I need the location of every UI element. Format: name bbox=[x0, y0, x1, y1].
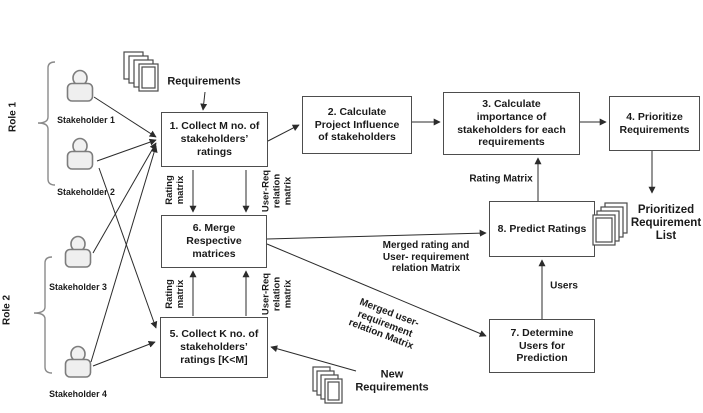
label-stakeholder-1: Stakeholder 1 bbox=[57, 114, 115, 125]
label-prioritized-requirement-list: Prioritized Requirement List bbox=[630, 204, 702, 243]
prioritized-list-documents-icon bbox=[592, 202, 628, 246]
connector-stakeholder2-box1 bbox=[96, 138, 157, 162]
box-8-predict-ratings: 8. Predict Ratings bbox=[489, 201, 595, 257]
box-2-calculate-project-influence: 2. Calculate Project Influence of stakeh… bbox=[302, 96, 412, 154]
role-2-brace bbox=[33, 256, 53, 374]
box-1-collect-m-ratings: 1. Collect M no. of stakeholders’ rating… bbox=[161, 112, 268, 167]
new-requirements-documents-icon bbox=[312, 366, 343, 404]
label-user-req-matrix-bottom: User-Req relation matrix bbox=[260, 272, 294, 316]
connector-stakeholder4-box1 bbox=[90, 145, 158, 363]
connector-box1-box2 bbox=[267, 124, 300, 142]
label-users: Users bbox=[550, 280, 578, 292]
box-3-calculate-importance: 3. Calculate importance of stakeholders … bbox=[443, 92, 580, 155]
role-1-brace bbox=[37, 61, 56, 186]
requirements-documents-icon bbox=[123, 51, 159, 92]
label-user-req-matrix-top: User-Req relation matrix bbox=[260, 169, 294, 213]
label-rating-matrix-right: Rating Matrix bbox=[469, 173, 533, 185]
box-5-collect-k-ratings: 5. Collect K no. of stakeholders’ rating… bbox=[160, 317, 268, 378]
label-stakeholder-2: Stakeholder 2 bbox=[57, 186, 115, 197]
label-merged-rating-matrix: Merged rating and User- requirement rela… bbox=[382, 239, 470, 274]
label-requirements: Requirements bbox=[167, 75, 241, 88]
label-role-1: Role 1 bbox=[7, 101, 19, 133]
stakeholder-1-icon bbox=[66, 69, 94, 102]
box-6-merge-matrices: 6. Merge Respective matrices bbox=[161, 215, 267, 268]
label-stakeholder-4: Stakeholder 4 bbox=[49, 388, 107, 399]
stakeholder-3-icon bbox=[64, 235, 92, 268]
connector-box6-box8 bbox=[266, 229, 487, 240]
label-rating-matrix-bottom: Rating matrix bbox=[164, 279, 186, 309]
label-merged-user-req-matrix: Merged user- requirement relation Matrix bbox=[347, 296, 421, 352]
label-stakeholder-3: Stakeholder 3 bbox=[49, 281, 107, 292]
label-rating-matrix-top: Rating matrix bbox=[164, 175, 186, 205]
connector-stakeholder4-box5 bbox=[92, 341, 156, 367]
label-role-2: Role 2 bbox=[1, 294, 13, 326]
connector-stakeholder3-box1 bbox=[92, 142, 157, 254]
box-7-determine-users: 7. Determine Users for Prediction bbox=[489, 319, 595, 373]
label-new-requirements: New Requirements bbox=[355, 368, 429, 393]
stakeholder-4-icon bbox=[64, 345, 92, 378]
box-4-prioritize-requirements: 4. Prioritize Requirements bbox=[609, 96, 700, 151]
connector-requirements-box1 bbox=[200, 91, 208, 111]
connector-new-requirements-box5 bbox=[270, 345, 357, 372]
stakeholder-2-icon bbox=[66, 137, 94, 170]
